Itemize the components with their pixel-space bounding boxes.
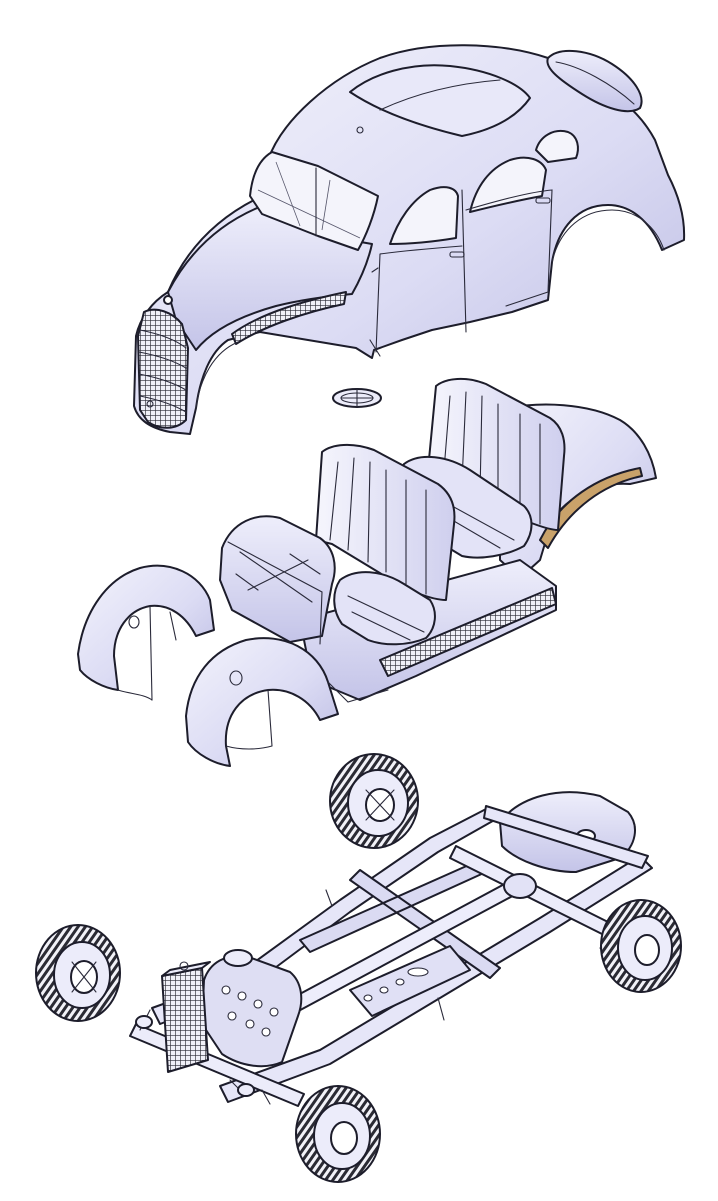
chassis-assembly <box>129 791 653 1107</box>
differential <box>503 873 537 899</box>
grille-bars <box>138 329 187 413</box>
air-cleaner <box>223 949 253 967</box>
engine-block <box>201 954 303 1068</box>
quarter-window <box>535 130 579 163</box>
engine-head-bolts <box>221 985 279 1037</box>
front-seat-pleats <box>329 457 427 595</box>
wheel-rear-left <box>329 753 419 849</box>
running-board <box>379 587 557 677</box>
rear-door <box>465 189 553 307</box>
wheel-front-right <box>295 1085 381 1183</box>
steering-wheel-icon <box>332 388 382 408</box>
rear-door-window <box>469 156 547 213</box>
left-front-fender <box>77 564 215 691</box>
roof-panel <box>349 64 531 137</box>
frame-side-plate <box>349 945 471 1017</box>
wheel-rear-right <box>600 899 682 993</box>
front-door-window <box>389 186 459 245</box>
hood-ornament <box>163 295 173 305</box>
front-door <box>375 189 467 353</box>
wheel-front-left <box>35 924 121 1022</box>
radiator <box>161 967 209 1073</box>
rear-door-handle <box>535 197 551 204</box>
right-front-fender <box>185 637 339 767</box>
interior-assembly <box>219 378 657 701</box>
hood-louver <box>231 291 347 345</box>
plate-holes <box>363 967 429 1002</box>
front-seat-cushion <box>333 571 436 646</box>
dashboard-x-panel <box>235 551 321 603</box>
hood-panel <box>167 205 373 351</box>
body-shell <box>133 44 686 435</box>
front-fenders <box>77 564 389 767</box>
radiator-grille <box>137 308 189 429</box>
rear-trim-strip <box>539 467 643 549</box>
rear-crossmember <box>483 805 649 869</box>
dashboard <box>219 515 336 643</box>
windshield <box>249 151 379 251</box>
front-door-handle <box>449 251 465 258</box>
